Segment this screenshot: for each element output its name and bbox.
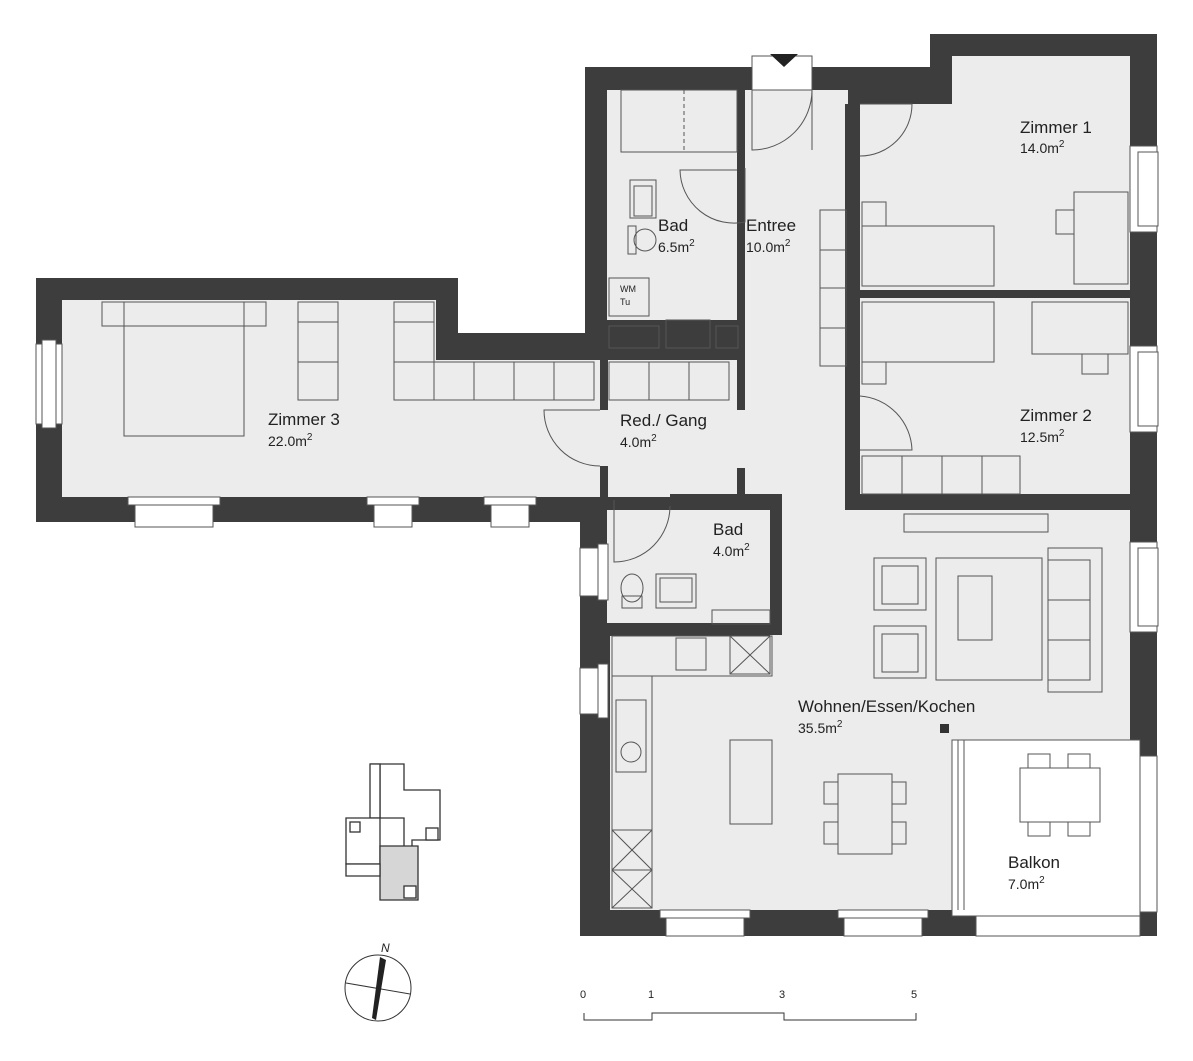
doors [543, 89, 913, 563]
floor-zimmer2 [860, 298, 1130, 495]
scale-bar: 0 1 3 5 [580, 989, 917, 1021]
entrance-arrow-icon [770, 54, 798, 67]
key-plan [345, 763, 441, 901]
room-area-gang: 4.0m2 [620, 433, 657, 450]
floors [62, 56, 1130, 910]
scale-tick-1: 1 [648, 989, 654, 1001]
floor-gang [600, 360, 750, 497]
floor-zimmer3 [62, 300, 600, 497]
north-arrow: N [344, 941, 412, 1022]
washer-label: WM [620, 284, 636, 294]
scale-tick-5: 5 [911, 989, 917, 1001]
room-name-zimmer3: Zimmer 3 [268, 410, 340, 429]
room-area-zimmer3: 22.0m2 [268, 432, 313, 449]
room-name-bad2: Bad [713, 520, 743, 539]
balcony [951, 739, 1158, 937]
room-area-wohnen: 35.5m2 [798, 719, 843, 736]
room-area-bad1: 6.5m2 [658, 238, 695, 255]
room-area-balkon: 7.0m2 [1008, 875, 1045, 892]
furniture [101, 89, 1129, 909]
room-name-gang: Red./ Gang [620, 411, 707, 430]
room-area-entree: 10.0m2 [746, 238, 791, 255]
north-label: N [381, 941, 390, 955]
room-name-zimmer1: Zimmer 1 [1020, 118, 1092, 137]
scale-tick-0: 0 [580, 989, 586, 1001]
floor-entree [610, 90, 1130, 910]
floor-zimmer1 [860, 56, 1130, 290]
floor-bad2 [607, 510, 770, 623]
windows [35, 55, 1159, 937]
scale-tick-3: 3 [779, 989, 785, 1001]
room-area-bad2: 4.0m2 [713, 542, 750, 559]
room-name-bad1: Bad [658, 216, 688, 235]
room-area-zimmer2: 12.5m2 [1020, 428, 1065, 445]
room-area-zimmer1: 14.0m2 [1020, 139, 1065, 156]
room-name-wohnen: Wohnen/Essen/Kochen [798, 697, 975, 716]
room-name-zimmer2: Zimmer 2 [1020, 406, 1092, 425]
north-pointer-icon [372, 957, 386, 1020]
room-labels: Zimmer 1 14.0m2 Zimmer 2 12.5m2 Zimmer 3… [268, 118, 1092, 892]
dryer-label: Tu [620, 297, 630, 307]
floor-bad1 [607, 90, 737, 320]
interior-walls [600, 90, 1130, 635]
room-name-entree: Entree [746, 216, 796, 235]
room-name-balkon: Balkon [1008, 853, 1060, 872]
